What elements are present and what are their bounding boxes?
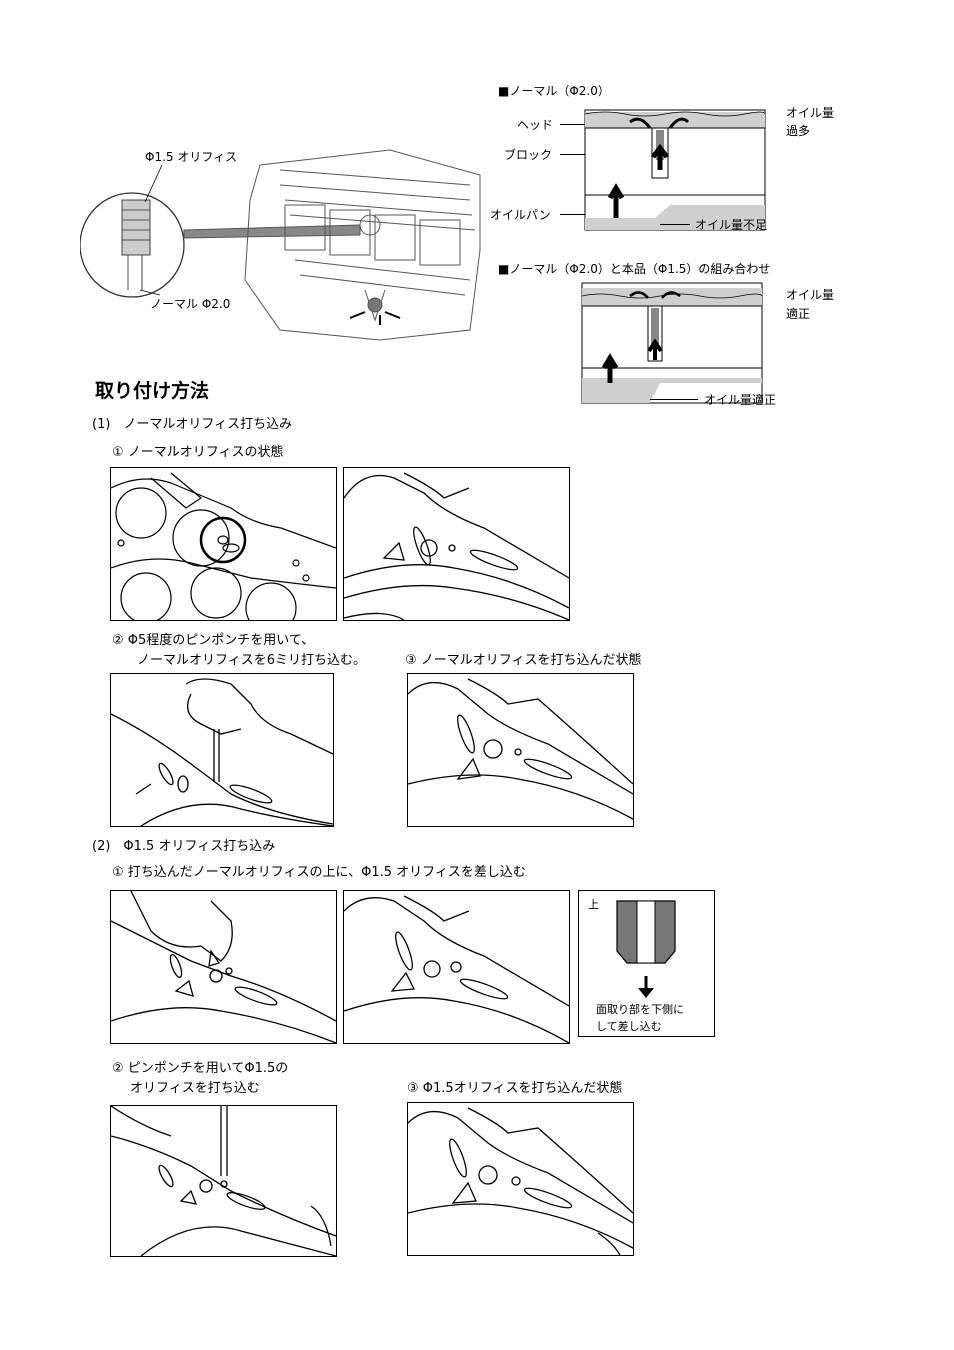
step2-image-b: [343, 890, 570, 1044]
label-oil-excess-1: オイル量: [786, 106, 835, 120]
orifice-label-top: Φ1.5 オリフィス: [145, 150, 238, 164]
step1-image-d: [407, 673, 634, 827]
leader-oilpan: [560, 214, 585, 215]
step2-image-c: [110, 1105, 337, 1257]
diagram-combo-heading: ■ノーマル（Φ2.0）と本品（Φ1.5）の組み合わせ: [498, 262, 771, 276]
engine-illustration: [79, 130, 500, 350]
orifice-top-label: 上: [588, 898, 599, 911]
step1-sub2-line2: ノーマルオリフィスを6ミリ打ち込む。: [137, 653, 367, 668]
leader-oil-shortage: [660, 224, 690, 225]
step1-heading: (1) ノーマルオリフィス打ち込み: [92, 417, 293, 432]
label-oil-ok-bottom: オイル量適正: [704, 393, 777, 407]
step2-sub3: ③ Φ1.5オリフィスを打ち込んだ状態: [407, 1081, 623, 1096]
step2-image-a: [110, 890, 337, 1044]
label-oil-shortage: オイル量不足: [695, 218, 768, 232]
step2-sub2-line1: ② ピンポンチを用いてΦ1.5の: [112, 1061, 289, 1076]
label-oil-excess-2: 過多: [786, 124, 811, 138]
step2-heading: (2) Φ1.5 オリフィス打ち込み: [92, 839, 276, 854]
step1-sub3: ③ ノーマルオリフィスを打ち込んだ状態: [405, 653, 642, 668]
step1-image-a: [110, 467, 337, 621]
diagram-normal: [560, 100, 780, 240]
step2-sub2-line2: オリフィスを打ち込む: [130, 1081, 260, 1096]
step1-sub1: ① ノーマルオリフィスの状態: [112, 445, 284, 460]
leader-oil-ok-bottom: [650, 399, 698, 400]
diagram-combo: [570, 278, 770, 408]
label-oil-ok-top-2: 適正: [786, 307, 811, 321]
label-oil-ok-top-1: オイル量: [786, 288, 835, 302]
step2-image-d: [407, 1102, 634, 1256]
step2-sub1: ① 打ち込んだノーマルオリフィスの上に、Φ1.5 オリフィスを差し込む: [112, 865, 526, 880]
step1-image-b: [343, 467, 570, 621]
orifice-label-bottom: ノーマル Φ2.0: [150, 297, 231, 311]
label-oilpan: オイルパン: [490, 208, 551, 222]
diagram-normal-heading: ■ノーマル（Φ2.0）: [498, 84, 610, 98]
label-head: ヘッド: [517, 118, 554, 132]
orifice-note-line2: して差し込む: [596, 1020, 662, 1033]
leader-block: [560, 154, 585, 155]
label-block: ブロック: [504, 148, 553, 162]
orifice-orientation-box: [578, 890, 715, 1037]
step1-sub2-line1: ② Φ5程度のピンポンチを用いて、: [112, 633, 315, 648]
step1-image-c: [110, 673, 334, 827]
section-title: 取り付け方法: [95, 380, 210, 402]
leader-head: [560, 124, 585, 125]
orifice-note-line1: 面取り部を下側に: [596, 1003, 684, 1016]
